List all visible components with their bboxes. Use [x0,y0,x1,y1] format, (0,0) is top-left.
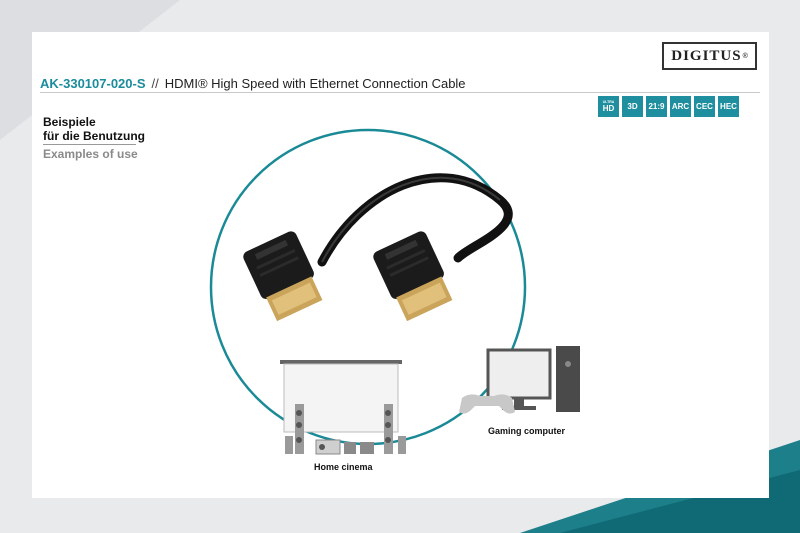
logo-text: DIGITUS [671,47,742,64]
badge-label: 3D [627,101,638,111]
aspect-21-9-badge: 21:9 [646,96,667,117]
3d-badge: 3D [622,96,643,117]
home-cinema-icon [280,360,406,455]
arc-badge: ARC [670,96,691,117]
badge-label: ULTRA [602,100,615,105]
cec-badge: CEC [694,96,715,117]
digitus-logo: DIGITUS® [662,42,757,70]
product-title: AK-330107-020-S // HDMI® High Speed with E… [40,76,466,91]
gaming-computer-label: Gaming computer [488,426,566,436]
cable-highlight [321,176,501,263]
badge-label: HD [602,103,615,113]
hdmi-connector-left [243,231,323,322]
home-cinema-label: Home cinema [314,462,373,472]
logo-reg: ® [742,52,748,60]
section-title-de: Beispiele für die Benutzung [43,115,145,143]
section-title-de-line2: für die Benutzung [43,129,145,143]
section-title-en: Examples of use [43,147,138,161]
ultra-hd-badge: ULTRA HD [598,96,619,117]
hec-badge: HEC [718,96,739,117]
badge-label: CEC [696,101,713,111]
feature-badges: ULTRA HD 3D 21:9 ARC CEC HEC [598,96,739,117]
badge-label: 21:9 [648,101,665,111]
badge-label: HEC [720,101,737,111]
product-code: AK-330107-020-S [40,76,146,91]
badge-label: ARC [671,101,690,111]
product-description: HDMI® High Speed with Ethernet Connectio… [164,76,466,91]
header-rule [40,92,760,93]
title-separator: // [151,76,159,91]
gaming-computer-icon [459,346,580,414]
section-title-de-line1: Beispiele [43,115,96,129]
hdmi-connector-right [373,231,453,322]
section-underline [43,144,136,145]
